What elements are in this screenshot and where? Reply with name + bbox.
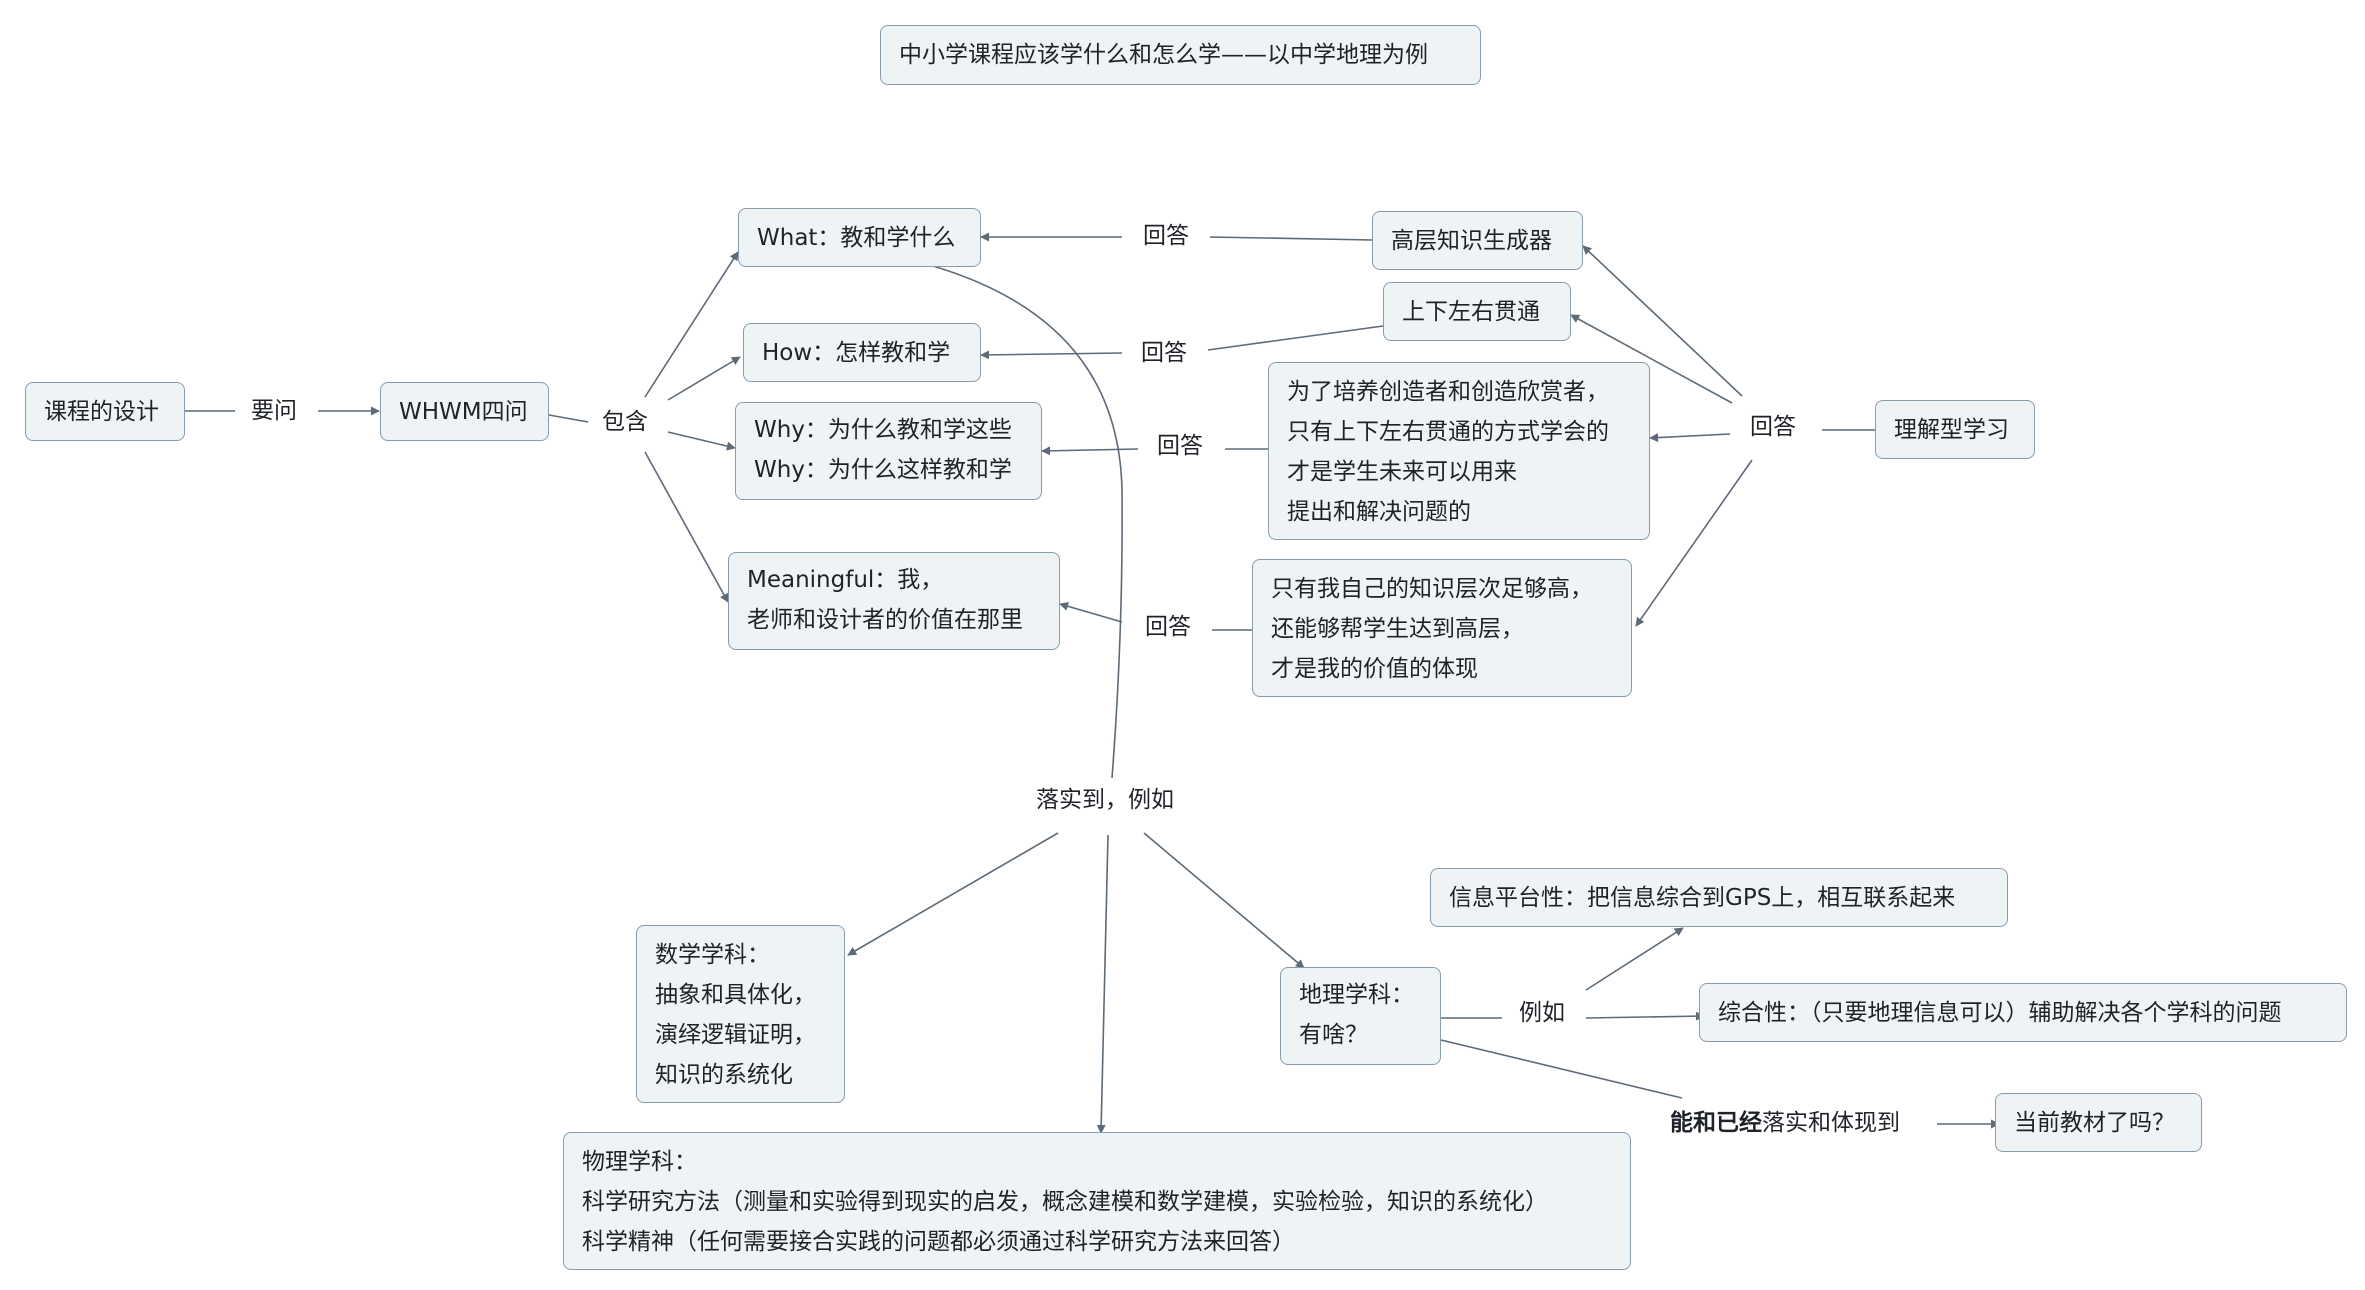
link-answer2-how: [980, 350, 1123, 360]
node-comprehensive-text: 综合性：（只要地理信息可以）辅助解决各个学科的问题: [1718, 1000, 2282, 1026]
link-include-what: [644, 251, 739, 398]
node-math-line-4: 知识的系统化: [655, 1062, 793, 1088]
node-cultivate[interactable]: 为了培养创造者和创造欣赏者， 只有上下左右贯通的方式学会的 才是学生未来可以用来…: [1268, 362, 1650, 540]
node-whwm-text: WHWM四问: [399, 399, 528, 425]
node-high-knowledge-text: 高层知识生成器: [1391, 228, 1552, 254]
node-value-line-1: 只有我自己的知识层次足够高，: [1271, 576, 1593, 602]
node-textbook-text: 当前教材了吗？: [2014, 1110, 2175, 1136]
link-whwm-include: [548, 414, 589, 423]
label-answer-2: 回答: [1141, 340, 1187, 366]
node-what-text: What：教和学什么: [757, 225, 956, 251]
node-what[interactable]: What：教和学什么: [738, 208, 981, 267]
node-geography-line-1: 地理学科：: [1299, 982, 1414, 1008]
link-include-how: [667, 356, 741, 401]
node-understanding[interactable]: 理解型学习: [1875, 400, 2035, 459]
link-implement-physics: [1096, 834, 1109, 1134]
node-physics-line-3: 科学精神（任何需要接合实践的问题都必须通过科学研究方法来回答）: [582, 1229, 1295, 1255]
node-understanding-text: 理解型学习: [1894, 417, 2009, 443]
node-info-platform[interactable]: 信息平台性：把信息综合到GPS上，相互联系起来: [1430, 868, 2008, 927]
label-answer-3: 回答: [1157, 433, 1203, 459]
node-math[interactable]: 数学学科： 抽象和具体化， 演绎逻辑证明， 知识的系统化: [636, 925, 845, 1103]
link-connected-answer2: [1207, 325, 1384, 351]
link-include-why: [667, 431, 736, 451]
node-cultivate-line-1: 为了培养创造者和创造欣赏者，: [1287, 379, 1609, 405]
node-course-design[interactable]: 课程的设计: [25, 382, 185, 441]
node-course-design-text: 课程的设计: [44, 399, 159, 425]
node-connected[interactable]: 上下左右贯通: [1383, 282, 1571, 341]
link-include-meaningful: [644, 451, 729, 603]
node-cultivate-line-4: 提出和解决问题的: [1287, 499, 1471, 525]
node-math-line-2: 抽象和具体化，: [655, 982, 816, 1008]
label-answer-main: 回答: [1750, 414, 1796, 440]
node-why-line-1: Why：为什么教和学这些: [754, 417, 1012, 443]
node-info-platform-text: 信息平台性：把信息综合到GPS上，相互联系起来: [1449, 885, 1956, 911]
label-can-already-rest: 落实和体现到: [1762, 1110, 1900, 1136]
label-include: 包含: [602, 409, 648, 435]
label-answer-4: 回答: [1145, 614, 1191, 640]
node-why-line-2: Why：为什么这样教和学: [754, 457, 1012, 483]
node-why[interactable]: Why：为什么教和学这些 Why：为什么这样教和学: [735, 402, 1042, 500]
link-answer-highknowledge: [1582, 245, 1743, 397]
node-physics-line-2: 科学研究方法（测量和实验得到现实的启发，概念建模和数学建模，实验检验，知识的系统…: [582, 1189, 1548, 1215]
link-answer-cultivate: [1649, 433, 1731, 443]
link-answer3-why: [1041, 446, 1139, 456]
label-for-example: 例如: [1519, 1000, 1565, 1026]
node-physics-line-1: 物理学科：: [582, 1149, 697, 1175]
node-meaningful-line-2: 老师和设计者的价值在那里: [747, 607, 1023, 633]
link-what-implement: [932, 265, 1123, 779]
node-value-line-3: 才是我的价值的体现: [1271, 656, 1478, 682]
node-whwm[interactable]: WHWM四问: [380, 382, 549, 441]
link-implement-geography: [1143, 832, 1305, 969]
node-meaningful[interactable]: Meaningful：我， 老师和设计者的价值在那里: [728, 552, 1060, 650]
link-answer-connected: [1570, 314, 1733, 404]
node-meaningful-line-1: Meaningful：我，: [747, 567, 944, 593]
link-geography-canalready: [1440, 1039, 1683, 1099]
node-cultivate-line-2: 只有上下左右贯通的方式学会的: [1287, 419, 1609, 445]
link-answer4-meaningful: [1059, 601, 1123, 623]
node-how-text: How：怎样教和学: [762, 340, 951, 366]
label-can-already: 能和已经落实和体现到: [1670, 1108, 1900, 1138]
label-answer-1: 回答: [1143, 223, 1189, 249]
node-how[interactable]: How：怎样教和学: [743, 323, 981, 382]
link-highknowledge-answer1: [1209, 236, 1373, 241]
link-answer-value: [1635, 459, 1753, 627]
node-comprehensive[interactable]: 综合性：（只要地理信息可以）辅助解决各个学科的问题: [1699, 983, 2347, 1042]
label-can-already-bold: 能和已经: [1670, 1110, 1762, 1136]
map-title-text: 中小学课程应该学什么和怎么学——以中学地理为例: [899, 42, 1428, 68]
label-ask: 要问: [251, 398, 297, 424]
map-title[interactable]: 中小学课程应该学什么和怎么学——以中学地理为例: [880, 25, 1481, 85]
node-geography[interactable]: 地理学科： 有啥？: [1280, 967, 1441, 1065]
node-cultivate-line-3: 才是学生未来可以用来: [1287, 459, 1517, 485]
node-geography-line-2: 有啥？: [1299, 1022, 1368, 1048]
node-value[interactable]: 只有我自己的知识层次足够高， 还能够帮学生达到高层， 才是我的价值的体现: [1252, 559, 1632, 697]
node-connected-text: 上下左右贯通: [1402, 299, 1540, 325]
node-physics[interactable]: 物理学科： 科学研究方法（测量和实验得到现实的启发，概念建模和数学建模，实验检验…: [563, 1132, 1631, 1270]
link-implement-math: [847, 832, 1059, 956]
node-textbook[interactable]: 当前教材了吗？: [1995, 1093, 2202, 1152]
node-math-line-3: 演绎逻辑证明，: [655, 1022, 816, 1048]
node-value-line-2: 还能够帮学生达到高层，: [1271, 616, 1524, 642]
label-implement: 落实到，例如: [1036, 787, 1174, 813]
node-math-line-1: 数学学科：: [655, 942, 770, 968]
link-example-comprehensive: [1585, 1011, 1705, 1021]
link-example-info: [1585, 927, 1684, 991]
node-high-knowledge[interactable]: 高层知识生成器: [1372, 211, 1583, 270]
